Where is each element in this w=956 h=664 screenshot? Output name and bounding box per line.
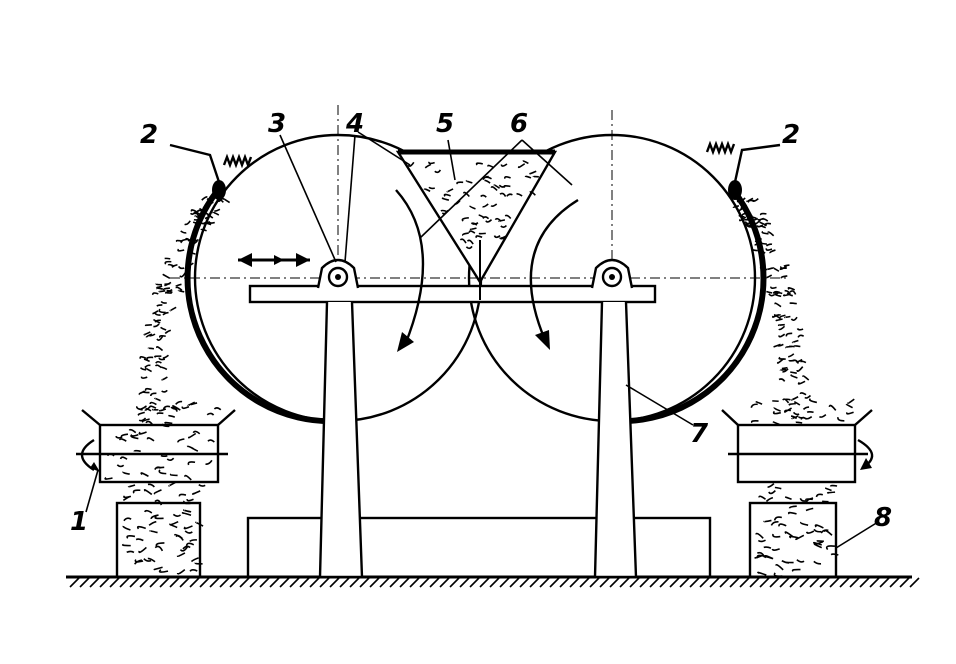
label-1: 1 [70, 507, 88, 537]
left-scraper [169, 143, 253, 200]
right-product-fall [732, 197, 813, 420]
adjust-arrow [238, 253, 310, 267]
feed-trough [395, 149, 558, 300]
right-bearing [590, 258, 634, 289]
frame-beam [248, 284, 657, 304]
label-4: 4 [345, 109, 364, 139]
label-5: 5 [436, 109, 454, 139]
label-8: 8 [874, 503, 892, 533]
left-product-fall [136, 194, 231, 416]
right-scraper [705, 140, 781, 200]
support-columns [318, 301, 638, 579]
label-3: 3 [268, 109, 286, 139]
leader-lines [85, 131, 879, 549]
base-frame [246, 516, 712, 579]
label-2-right: 2 [782, 120, 800, 150]
label-2-left: 2 [140, 120, 158, 150]
ground [66, 575, 920, 588]
right-conveyor [721, 409, 874, 484]
left-bin [115, 481, 206, 579]
label-7: 7 [690, 419, 709, 449]
rotation-arrows [395, 189, 579, 352]
left-conveyor [76, 400, 236, 484]
right-bin [748, 396, 855, 579]
label-6: 6 [510, 109, 528, 139]
part-labels: 1 2 2 3 4 5 6 7 8 [70, 109, 892, 537]
left-bearing [316, 258, 360, 289]
